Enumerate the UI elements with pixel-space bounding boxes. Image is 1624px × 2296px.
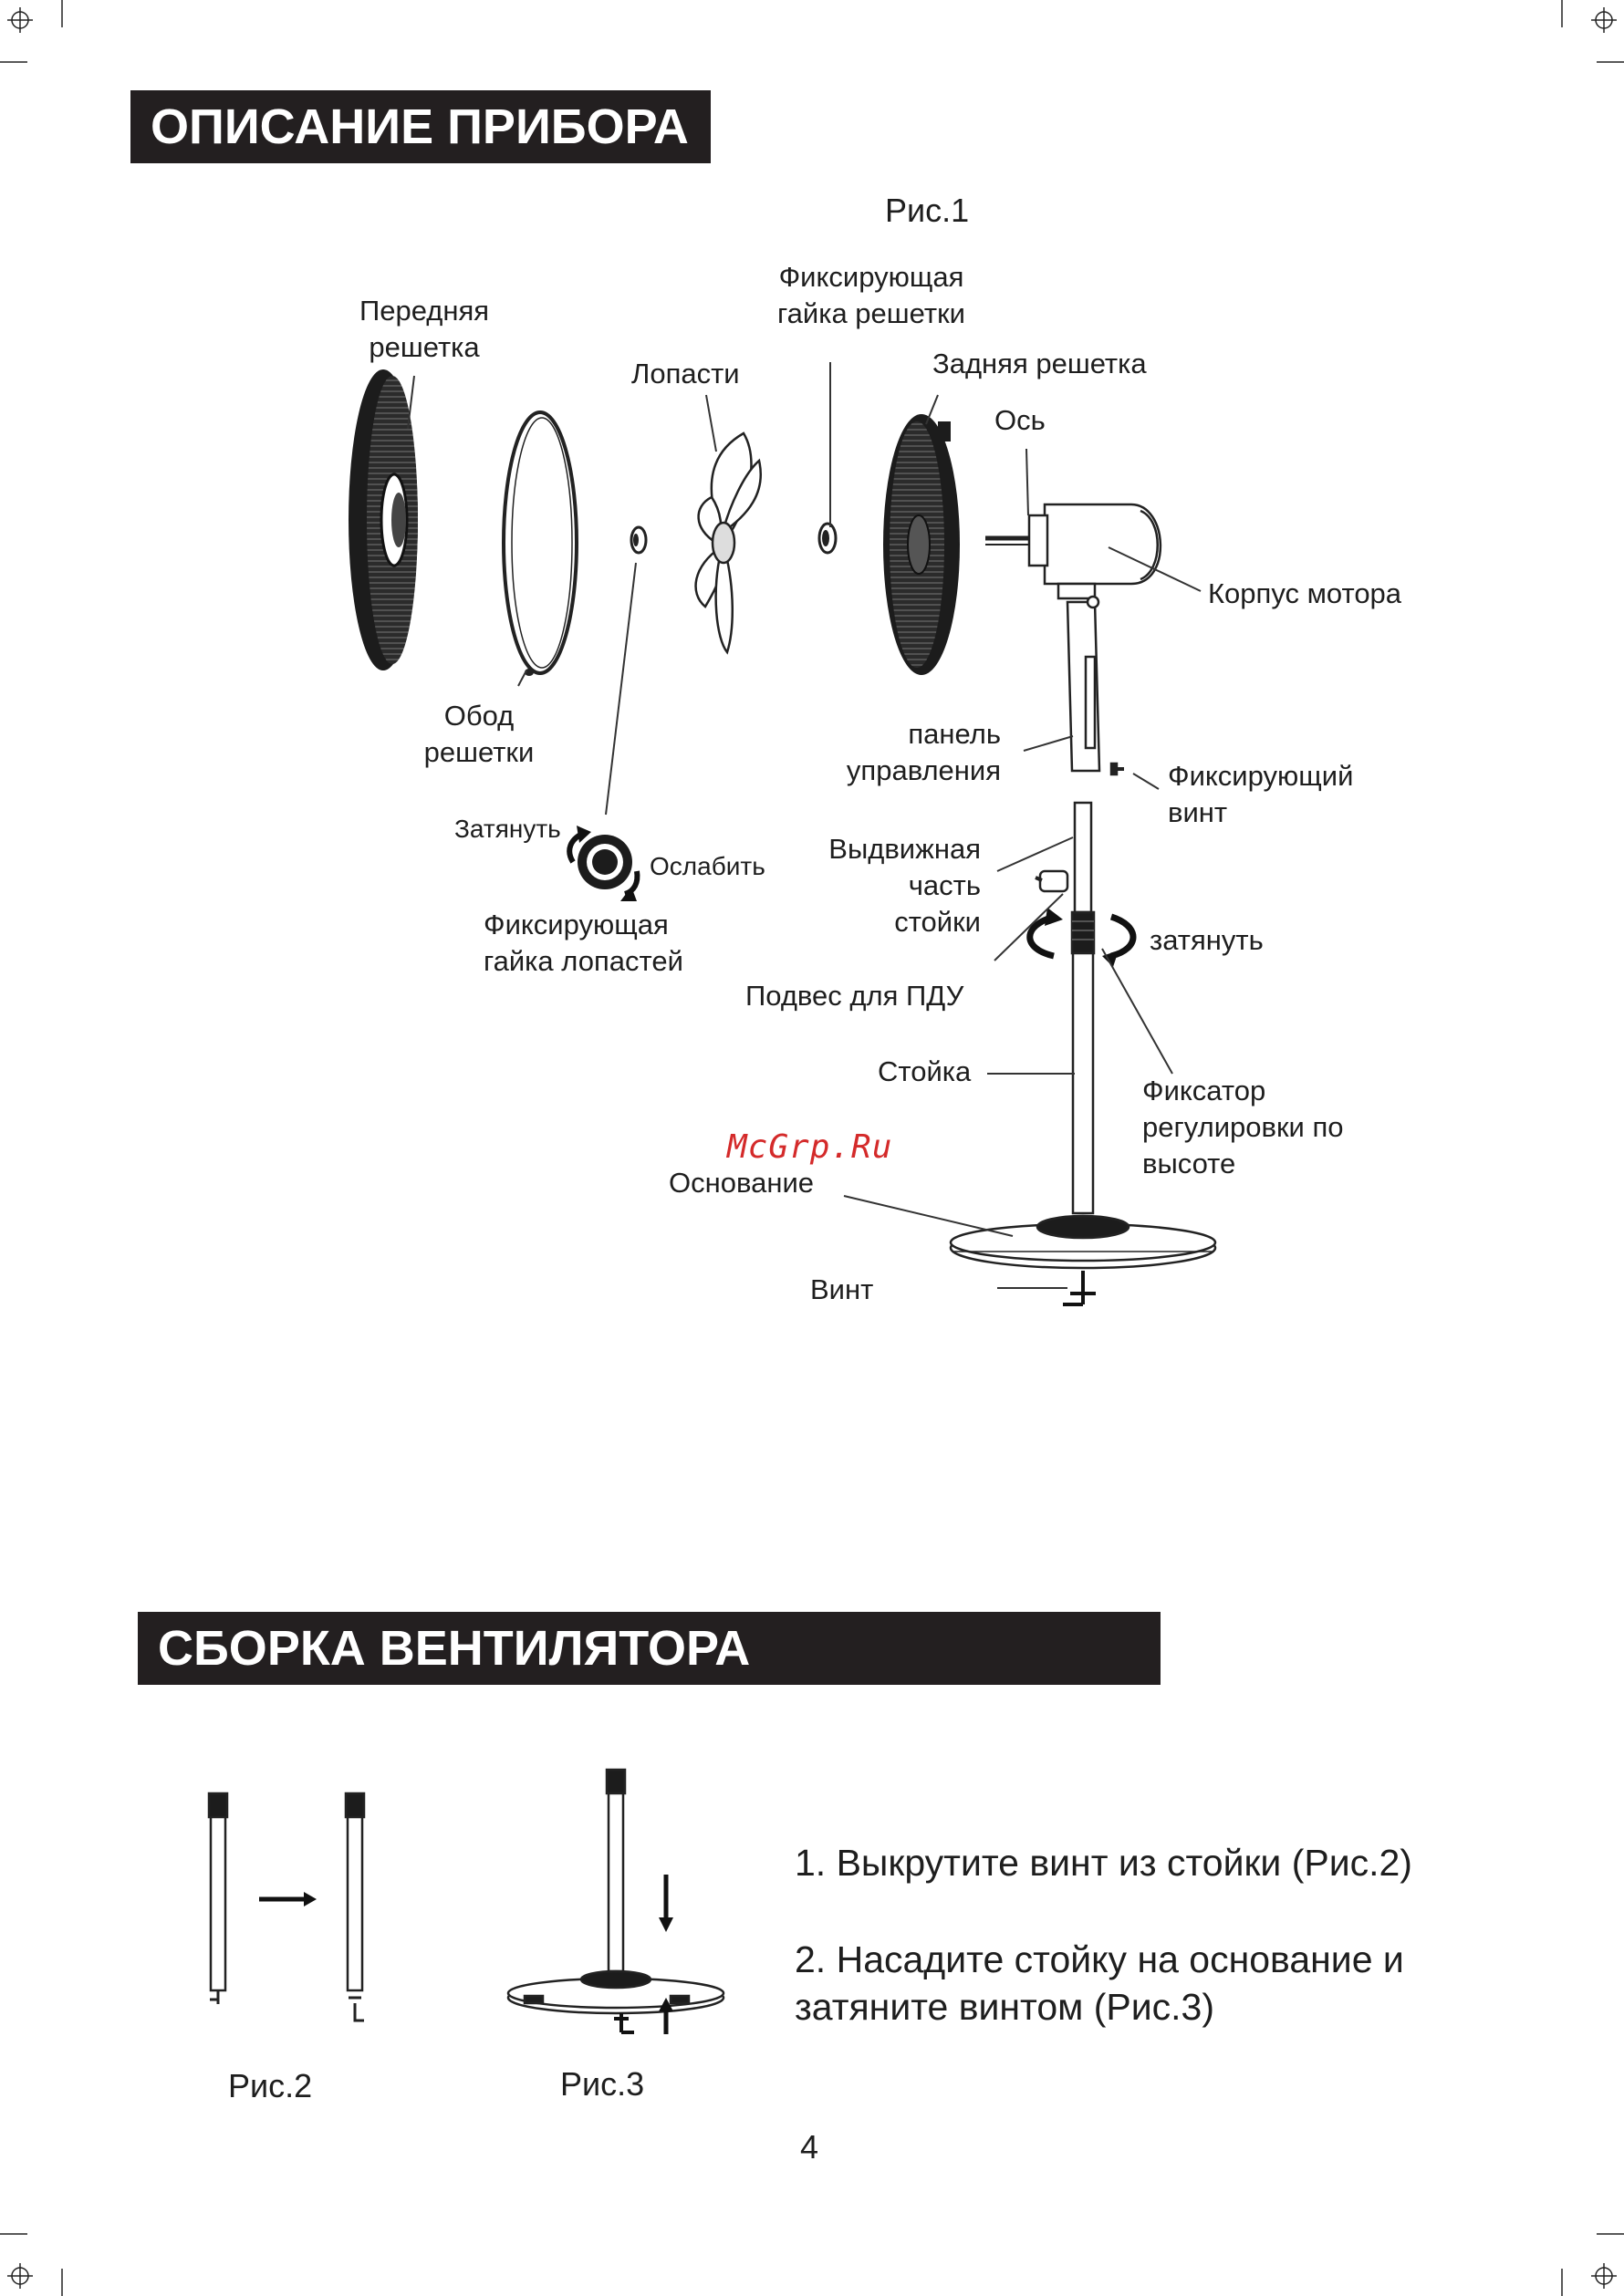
label-remote-holder: Подвес для ПДУ	[745, 980, 964, 1012]
grille-nut-icon	[817, 522, 838, 555]
label-blade-nut: Фиксирующая гайка лопастей	[484, 909, 683, 977]
label-pole: Стойка	[878, 1055, 972, 1087]
watermark: McGrp.Ru	[727, 1128, 893, 1166]
label-tighten-lower: затянуть	[1150, 924, 1264, 956]
fig3-pole-on-base-icon	[506, 1768, 725, 2015]
rotation-arrows-icon	[1026, 913, 1137, 960]
arrow-up-icon	[659, 1998, 673, 2034]
fan-blades-icon	[694, 431, 762, 655]
label-tighten: Затянуть	[454, 815, 561, 843]
arrow-down-icon	[659, 1875, 673, 1932]
fig3-screw-icon	[614, 2013, 634, 2034]
assembly-step-2: 2. Насадите стойку на основание и затяни…	[795, 1938, 1404, 2028]
pole-icon	[1035, 801, 1096, 1215]
base-screw-icon	[1063, 1271, 1096, 1306]
motor-housing-icon	[985, 503, 1162, 600]
section-title: СБОРКА ВЕНТИЛЯТОРА	[158, 1621, 751, 1676]
section-header-assembly: СБОРКА ВЕНТИЛЯТОРА	[138, 1612, 1161, 1685]
label-rear-grille: Задняя решетка	[932, 348, 1147, 379]
label-front-grille: Передняя решетка	[359, 295, 490, 363]
control-panel-column-icon	[1066, 595, 1124, 776]
label-grille-nut: Фиксирующая гайка решетки	[777, 261, 965, 329]
label-loosen: Ослабить	[650, 852, 765, 880]
leader-lines	[407, 362, 1202, 1289]
base-icon	[949, 1214, 1217, 1270]
section-title: ОПИСАНИЕ ПРИБОРА	[151, 99, 689, 154]
figure-3-caption: Рис.3	[560, 2065, 645, 2103]
arrow-right-icon	[259, 1892, 317, 1906]
label-motor-housing: Корпус мотора	[1208, 577, 1402, 609]
label-fixing-screw: Фиксирующий винт	[1168, 760, 1354, 828]
rear-grille-icon	[883, 414, 960, 675]
blade-nut-large-icon	[567, 826, 640, 901]
label-grille-rim: Обод решетки	[423, 700, 535, 768]
figure-1-caption: Рис.1	[885, 192, 970, 229]
label-height-lock: Фиксатор регулировки по высоте	[1142, 1075, 1344, 1179]
label-telescopic-part: Выдвижная часть стойки	[828, 833, 981, 938]
blade-nut-small-icon	[630, 525, 648, 555]
page-number: 4	[800, 2128, 819, 2166]
label-axle: Ось	[994, 404, 1046, 436]
front-grille-icon	[349, 369, 418, 670]
fig2-pole-removed-screw-icon	[344, 1792, 366, 2022]
grille-rim-icon	[502, 410, 578, 676]
label-control-panel: панель управления	[846, 718, 1001, 786]
section-header-description: ОПИСАНИЕ ПРИБОРА	[130, 90, 711, 163]
label-blades: Лопасти	[631, 358, 740, 390]
label-screw: Винт	[810, 1273, 874, 1305]
label-base: Основание	[669, 1167, 815, 1199]
figure-2-caption: Рис.2	[228, 2067, 313, 2104]
fig2-pole-with-screw-icon	[207, 1792, 229, 2004]
assembly-step-1: 1. Выкрутите винт из стойки (Рис.2)	[795, 1842, 1412, 1884]
